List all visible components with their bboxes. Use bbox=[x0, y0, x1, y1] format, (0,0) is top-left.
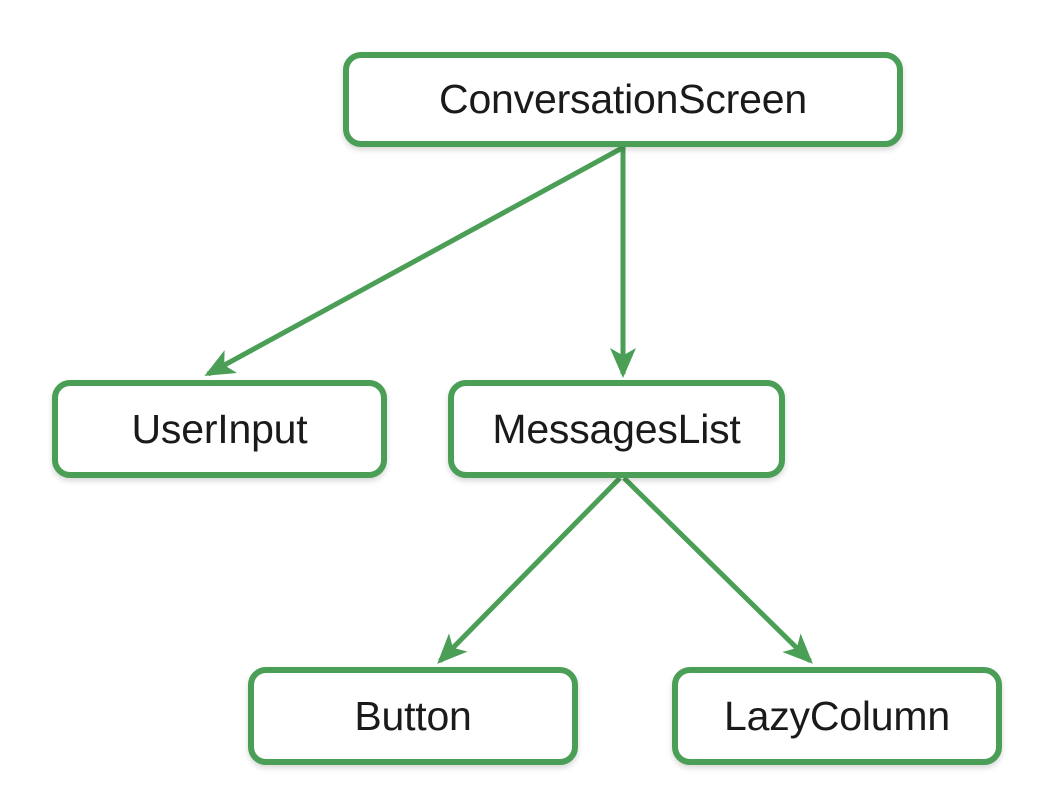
edge-messageslist-to-lazycolumn bbox=[622, 476, 813, 664]
node-userinput[interactable]: UserInput bbox=[52, 380, 387, 478]
node-messageslist[interactable]: MessagesList bbox=[448, 380, 785, 478]
node-conversationscreen[interactable]: ConversationScreen bbox=[343, 52, 903, 147]
node-label: ConversationScreen bbox=[439, 76, 807, 122]
node-button[interactable]: Button bbox=[248, 667, 578, 765]
edge-messageslist-to-button bbox=[437, 476, 622, 664]
node-lazycolumn[interactable]: LazyColumn bbox=[672, 667, 1002, 765]
node-label: UserInput bbox=[131, 405, 308, 452]
node-label: LazyColumn bbox=[724, 692, 950, 739]
node-label: Button bbox=[354, 692, 472, 739]
node-label: MessagesList bbox=[492, 405, 741, 452]
edge-conversationscreen-to-userinput bbox=[204, 144, 626, 377]
